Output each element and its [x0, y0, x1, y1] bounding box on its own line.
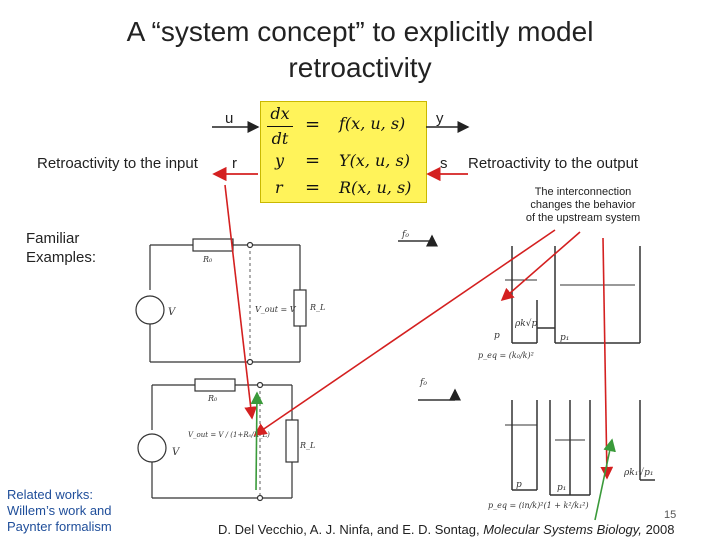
slide-title: A “system concept” to explicitly model r… [0, 14, 720, 86]
circuit-bottom-v: V [172, 447, 181, 458]
circuit-bottom-ro: R₀ [207, 394, 218, 403]
circuit-bottom-vout: V_out = V / (1+R₀/R_L) [188, 431, 270, 439]
title-line-2: retroactivity [288, 52, 432, 83]
familiar-examples-label: Familiar Examples: [26, 229, 96, 267]
tanks-top-f0: f₀ [401, 230, 409, 240]
familiar-line-2: Examples: [26, 249, 97, 266]
related-line-2: Willem’s work and [7, 503, 112, 518]
note-line-1: The interconnection [534, 186, 632, 198]
red-arrow-tank-bottom [600, 237, 614, 480]
related-works: Related works: Willem’s work and Paynter… [7, 487, 112, 535]
eq-row2-equals: = [305, 150, 321, 171]
related-line-3: Paynter formalism [7, 519, 112, 534]
label-u: u [225, 110, 234, 127]
circuit-bottom-rl: R_L [299, 441, 315, 450]
eq-row1-num: dx [270, 104, 290, 123]
system-equation-box: dx dt = f(x, u, s) y = Y(x, u, s) r = R(… [260, 101, 427, 203]
tanks-top-pk: ρk√p [514, 318, 537, 329]
label-r: r [232, 155, 237, 172]
red-arrow-cross [253, 229, 556, 436]
tanks-bottom-p1: p₁ [557, 483, 566, 493]
eq-row1-rhs: f(x, u, s) [339, 114, 406, 133]
eq-row1-den: dt [271, 129, 289, 148]
citation-journal: Molecular Systems Biology, [483, 522, 642, 537]
circuit-top-v: V [168, 307, 177, 318]
eq-row2-lhs: y [275, 151, 285, 170]
red-arrow-circuit [224, 184, 258, 420]
tanks-bottom-pk: ρk₁√p₁ [623, 467, 653, 478]
citation-year: 2008 [645, 522, 675, 537]
circuit-top-ro: R₀ [202, 255, 213, 264]
tanks-bottom-f0: f₀ [419, 378, 427, 388]
green-arrow-circuit [250, 391, 264, 491]
tanks-bottom-peq: p_eq = (in/k)²(1 + k²/k₁²) [488, 501, 589, 510]
title-line-1: A “system concept” to explicitly model [126, 16, 594, 47]
related-line-1: Related works: [7, 487, 93, 502]
eq-row3-lhs: r [275, 178, 283, 197]
green-arrow-tank [594, 438, 616, 521]
tanks-top-p: p [494, 331, 500, 341]
tanks-bottom-p: p [516, 480, 522, 490]
interconnection-note: The interconnection changes the behavior… [508, 186, 658, 225]
eq-row3-rhs: R(x, u, s) [339, 178, 412, 197]
eq-row2-rhs: Y(x, u, s) [339, 151, 410, 170]
tanks-bottom [418, 388, 655, 496]
note-line-3: of the upstream system [525, 212, 641, 224]
note-line-2: changes the behavior [530, 199, 636, 211]
circuit-top [135, 238, 307, 366]
label-s: s [440, 155, 448, 172]
citation: D. Del Vecchio, A. J. Ninfa, and E. D. S… [218, 522, 674, 537]
page-number: 15 [664, 509, 677, 521]
eq-row1-equals: = [305, 114, 321, 135]
circuit-bottom [137, 378, 299, 502]
label-y: y [436, 110, 444, 127]
fraction-bar [267, 126, 293, 127]
eq-row3-equals: = [305, 177, 321, 198]
retro-output-label: Retroactivity to the output [468, 155, 639, 172]
citation-authors: D. Del Vecchio, A. J. Ninfa, and E. D. S… [218, 522, 480, 537]
circuit-top-vout: V_out = V [255, 305, 297, 314]
red-arrow-tank-top [500, 231, 581, 302]
tanks-top-peq: p_eq = (k₀/k)² [478, 351, 534, 360]
retro-input-label: Retroactivity to the input [37, 155, 198, 172]
familiar-line-1: Familiar [26, 230, 80, 247]
tanks-top-p1: p₁ [560, 333, 569, 343]
circuit-top-rl: R_L [309, 303, 325, 312]
